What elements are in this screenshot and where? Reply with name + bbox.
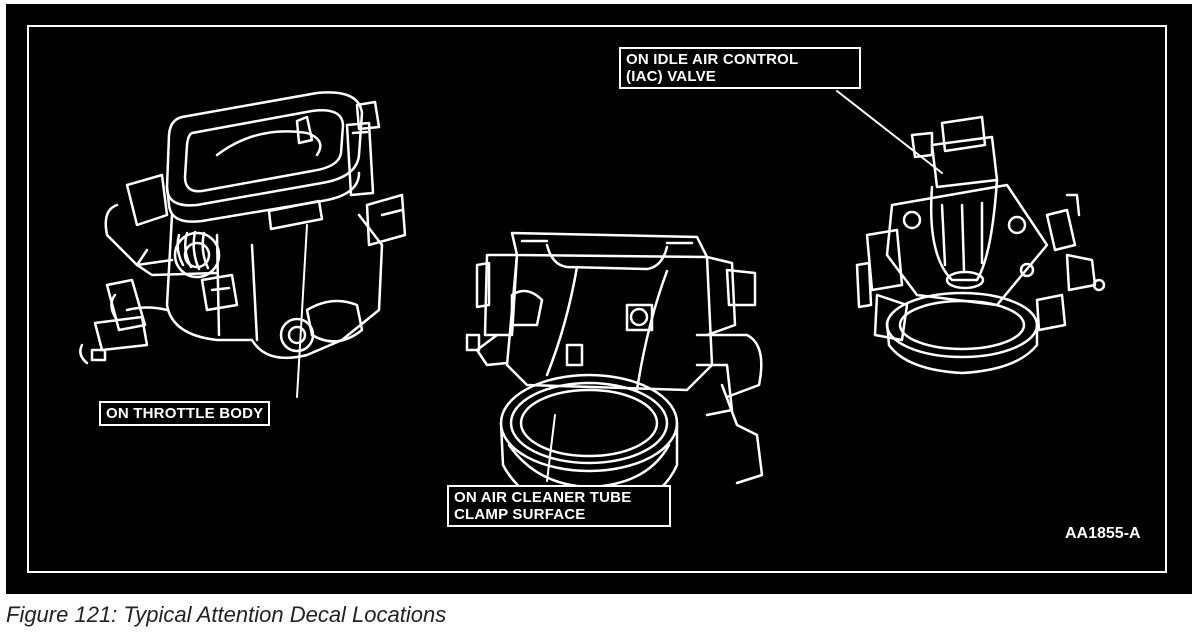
callout-air-cleaner-line-2: CLAMP SURFACE — [454, 506, 586, 523]
throttle-body-left-drawing — [79, 91, 407, 398]
throttle-body-center-drawing — [465, 231, 764, 515]
callout-iac-line-2: (IAC) VALVE — [626, 68, 716, 85]
throttle-body-right-drawing — [836, 90, 1106, 375]
callout-iac-valve: ON IDLE AIR CONTROL (IAC) VALVE — [619, 47, 861, 89]
figure-inner-border — [27, 25, 1167, 573]
figure-caption: Figure 121: Typical Attention Decal Loca… — [6, 602, 447, 627]
figure-frame: ON IDLE AIR CONTROL (IAC) VALVE ON THROT… — [6, 4, 1192, 594]
callout-throttle-line-1: ON THROTTLE BODY — [106, 405, 264, 422]
callout-iac-line-1: ON IDLE AIR CONTROL — [626, 51, 799, 68]
callout-air-cleaner: ON AIR CLEANER TUBE CLAMP SURFACE — [447, 485, 671, 527]
figure-code: AA1855-A — [1065, 525, 1141, 542]
callout-throttle-body: ON THROTTLE BODY — [99, 401, 271, 426]
callout-air-cleaner-line-1: ON AIR CLEANER TUBE — [454, 489, 632, 506]
